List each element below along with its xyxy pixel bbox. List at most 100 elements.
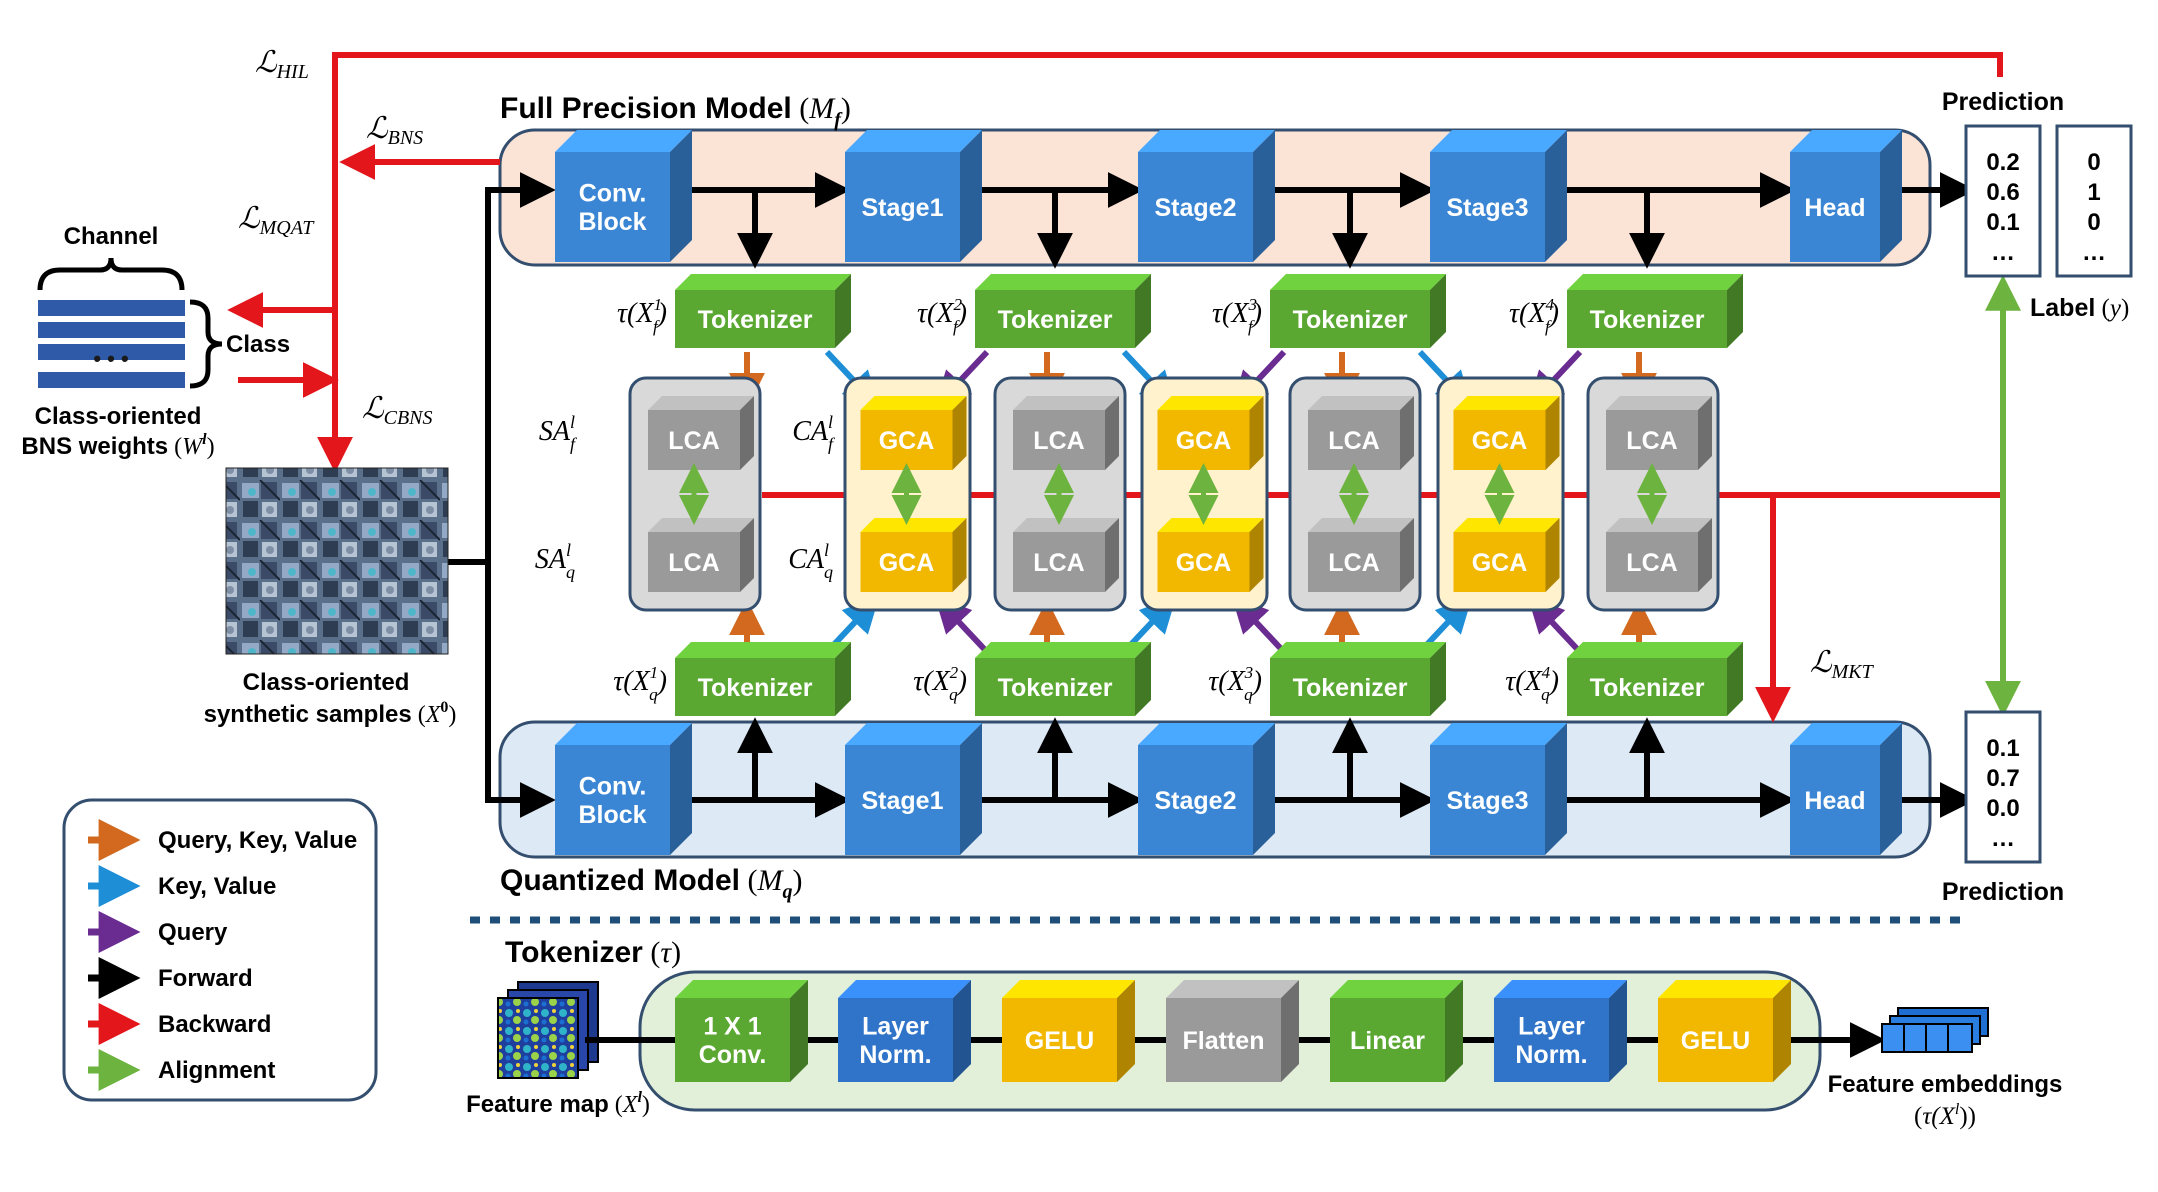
legend-label-1: Key, Value (158, 873, 276, 900)
samples-caption-line1: Class-oriented (243, 669, 410, 696)
legend-item-4: Backward (88, 1003, 271, 1045)
class-label: Class (226, 331, 290, 358)
samples-forward-line-q (485, 562, 556, 818)
pipeline-block-4-text-0: Flatten (1183, 1027, 1265, 1055)
lca-q-3: LCA (1013, 518, 1119, 592)
prediction-top-value-1: 0.6 (1986, 179, 2019, 206)
class-brace (189, 299, 223, 389)
samples-forward-line (448, 172, 556, 565)
pipeline-block-3-text-0: GELU (1025, 1027, 1094, 1055)
full-stage3-block: Stage3 (1430, 130, 1567, 262)
pipeline-block-2-text-0: Layer (862, 1012, 929, 1040)
gca-f-6: GCA (1453, 396, 1560, 470)
legend-label-5: Alignment (158, 1057, 275, 1084)
full-conv-block-block: Conv.Block (555, 130, 692, 262)
legend-item-5: Alignment (88, 1049, 275, 1091)
feature-embeddings-icon (1881, 1007, 1989, 1053)
tokenizer-f-1-text-0: Tokenizer (698, 306, 813, 334)
hil-loss-label: ℒHIL (255, 46, 309, 83)
gca-q-6-text-0: GCA (1472, 549, 1528, 577)
gca-f-2: GCA (860, 396, 967, 470)
pipeline-block-7-text-0: GELU (1681, 1027, 1750, 1055)
lca-f-5: LCA (1308, 396, 1414, 470)
label-value-2: 0 (2087, 209, 2100, 236)
full-precision-title: Full Precision Model (Mf) (500, 92, 851, 131)
prediction-bottom-box (1964, 710, 2042, 864)
prediction-bottom-value-3: … (1991, 825, 2015, 852)
tokenizer-f-2: Tokenizer (975, 274, 1151, 348)
gca-q-6: GCA (1453, 518, 1560, 592)
feature-map-image (497, 981, 599, 1079)
legend-item-3: Forward (88, 957, 253, 999)
tokenizer-f-4-text-0: Tokenizer (1590, 306, 1705, 334)
synthetic-samples-image (225, 467, 449, 655)
lca-q-7-text-0: LCA (1626, 549, 1677, 577)
tokenizer-q-4: Tokenizer (1567, 642, 1743, 716)
tokenizer-q-1-text-0: Tokenizer (698, 674, 813, 702)
full-stage2-block: Stage2 (1138, 130, 1275, 262)
prediction-top-box (1964, 124, 2042, 278)
gca-q-2-text-0: GCA (879, 549, 935, 577)
gca-f-2-text-0: GCA (879, 427, 935, 455)
legend-label-2: Query (158, 919, 228, 946)
tokenizer-f-3-text-0: Tokenizer (1293, 306, 1408, 334)
lca-f-3: LCA (1013, 396, 1119, 470)
tokenizer-q-4-text-0: Tokenizer (1590, 674, 1705, 702)
pipeline-block-1-text-1: Conv. (699, 1041, 767, 1069)
quant-conv-block-block-text-1: Block (578, 801, 646, 829)
tokenizer-q-3-text-0: Tokenizer (1293, 674, 1408, 702)
pipeline-block-2-text-1: Norm. (859, 1041, 931, 1069)
full-stage1-block-text-0: Stage1 (862, 194, 944, 222)
bns-weights-stack: • • • Channel Class Class-oriented BNS w… (21, 223, 290, 460)
tokenizer-q-3: Tokenizer (1270, 642, 1446, 716)
prediction-bottom-value-2: 0.0 (1986, 795, 2019, 822)
gca-f-4-text-0: GCA (1176, 427, 1232, 455)
full-head-block: Head (1790, 130, 1902, 262)
lca-q-5: LCA (1308, 518, 1414, 592)
label-value-0: 0 (2087, 149, 2100, 176)
tokenizer-f-4: Tokenizer (1567, 274, 1743, 348)
lca-q-1-text-0: LCA (668, 549, 719, 577)
q-arrow-q-2 (1231, 596, 1287, 655)
full-conv-block-block-text-1: Block (578, 208, 646, 236)
lca-q-5-text-0: LCA (1328, 549, 1379, 577)
tokenizer-q-1: Tokenizer (675, 642, 851, 716)
prediction-top-value-2: 0.1 (1986, 209, 2019, 236)
label-value-1: 1 (2087, 179, 2100, 206)
hil-loss-line (332, 52, 2003, 300)
tokenizer-f-3: Tokenizer (1270, 274, 1446, 348)
pipeline-block-5: Linear (1330, 980, 1463, 1082)
legend-box (62, 798, 378, 1102)
lca-f-1: LCA (648, 396, 754, 470)
loss-labels: ℒHIL ℒBNS ℒMQAT ℒCBNS ℒMKT (238, 46, 1875, 683)
q-arrow-q-1 (934, 596, 990, 655)
legend-item-0: Query, Key, Value (88, 819, 357, 861)
pipeline-block-6-text-1: Norm. (1515, 1041, 1587, 1069)
pipeline-block-6-text-0: Layer (1518, 1012, 1585, 1040)
full-head-block-text-0: Head (1804, 194, 1865, 222)
feature-embeddings-label: Feature embeddings (1828, 1071, 2063, 1098)
full-stage2-block-text-0: Stage2 (1155, 194, 1237, 222)
bns-caption-line2: BNS weights (Wl) (21, 431, 214, 460)
lca-q-1: LCA (648, 518, 754, 592)
quant-conv-block-block: Conv.Block (555, 723, 692, 855)
lca-f-7: LCA (1606, 396, 1712, 470)
tokenizer-f-2-text-0: Tokenizer (998, 306, 1113, 334)
cbns-loss-label: ℒCBNS (362, 392, 433, 429)
legend-item-1: Key, Value (88, 865, 276, 907)
quant-stage3-block: Stage3 (1430, 723, 1567, 855)
svg-text:• • •: • • • (93, 346, 128, 371)
pipeline-block-4: Flatten (1166, 980, 1299, 1082)
bns-caption-line1: Class-oriented (35, 403, 202, 430)
